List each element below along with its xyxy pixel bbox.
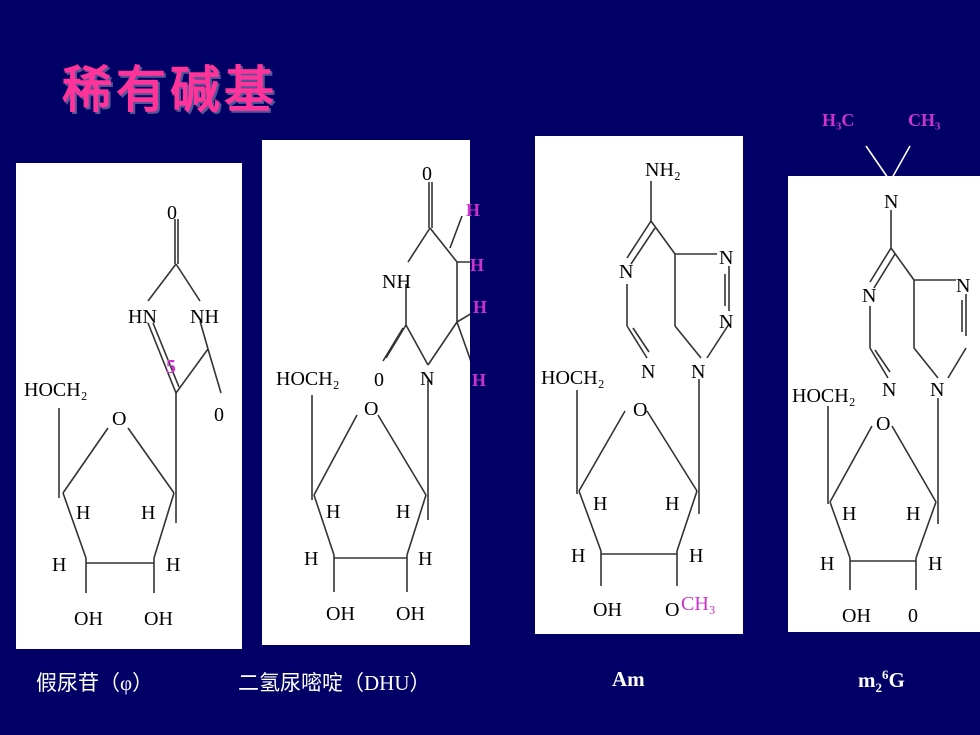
hoch2-label: HOCH₂ (541, 367, 605, 389)
m26g-svg: N N N HOCH₂ N N O H H H H OH 0 (792, 191, 970, 627)
hn-label: HN (128, 306, 157, 328)
n-label: N (719, 311, 733, 333)
h-label: H (326, 501, 340, 523)
oh-label: OH (326, 603, 355, 625)
o-label: 0 (167, 202, 177, 224)
h-label: H (571, 545, 585, 567)
caption-am: Am (612, 667, 645, 691)
methyl-label: CH₃ (681, 593, 716, 615)
dimethyl-bonds (865, 145, 911, 179)
n-label: N (420, 368, 434, 390)
oh-label: OH (144, 608, 173, 630)
caption-dhu: 二氢尿嘧啶（DHU） (238, 671, 431, 695)
caption-m26g-main: m (858, 668, 876, 692)
hydrogen-label: H (466, 200, 481, 220)
caption-m26g: m26G (858, 667, 905, 696)
caption-m26g-tail: G (888, 668, 905, 692)
h-label: H (665, 493, 679, 515)
h-label: H (593, 493, 607, 515)
o-label: 0 (374, 369, 384, 391)
caption-pseudouridine: 假尿苷（φ） (36, 671, 154, 695)
structure-am: NH₂ N N N HOCH₂ N N O H H H H OH O CH₃ (535, 136, 743, 634)
h-label: H (166, 554, 180, 576)
ch3-label: CH₃ (908, 110, 941, 130)
nh2-label: NH₂ (645, 159, 681, 181)
n-label: N (884, 191, 898, 213)
hydrogen-label: H (470, 255, 485, 275)
hydrogen-label: H (473, 297, 488, 317)
position-5-label: 5 (166, 356, 176, 378)
structure-dihydrouridine: 0 NH HOCH₂ 0 N O H H H H OH OH (262, 140, 470, 645)
oh-label: OH (842, 605, 871, 627)
structure-pseudouridine: 0 HN NH 5 HOCH₂ 0 O H H H H OH OH (16, 163, 242, 649)
caption-m26g-sub: 2 (875, 680, 883, 696)
n-label: N (930, 379, 944, 401)
caption-m26g-sup: 6 (882, 667, 889, 682)
n-label: N (719, 247, 733, 269)
h-label: H (76, 502, 90, 524)
dihydrouridine-svg: 0 NH HOCH₂ 0 N O H H H H OH OH (276, 163, 470, 625)
ring-o-label: O (364, 398, 378, 420)
o-label: 0 (908, 605, 918, 627)
h-label: H (928, 553, 942, 575)
h-label: H (396, 501, 410, 523)
pseudouridine-svg: 0 HN NH 5 HOCH₂ 0 O H H H H OH OH (24, 202, 224, 630)
am-svg: NH₂ N N N HOCH₂ N N O H H H H OH O CH₃ (541, 159, 733, 621)
o-label: O (665, 599, 679, 621)
structure-m26g: N N N HOCH₂ N N O H H H H OH 0 (788, 176, 980, 632)
ring-o-label: O (876, 413, 890, 435)
o-label: 0 (422, 163, 432, 185)
h3c-label: H₃C (822, 110, 855, 130)
page-title: 稀有碱基 (62, 61, 278, 119)
h-label: H (842, 503, 856, 525)
h-label: H (52, 554, 66, 576)
oh-label: OH (396, 603, 425, 625)
hoch2-label: HOCH₂ (24, 379, 88, 401)
n-label: N (882, 379, 896, 401)
oh-label: OH (593, 599, 622, 621)
h-label: H (304, 548, 318, 570)
h-label: H (418, 548, 432, 570)
n-label: N (619, 261, 633, 283)
oh-label: OH (74, 608, 103, 630)
n-label: N (691, 361, 705, 383)
h-label: H (689, 545, 703, 567)
h-label: H (820, 553, 834, 575)
hoch2-label: HOCH₂ (276, 368, 340, 390)
h-label: H (906, 503, 920, 525)
hoch2-label: HOCH₂ (792, 385, 856, 407)
n-label: N (641, 361, 655, 383)
ring-o-label: O (633, 399, 647, 421)
h-label: H (141, 502, 155, 524)
nh-label: NH (190, 306, 219, 328)
nh-label: NH (382, 271, 411, 293)
n-label: N (862, 285, 876, 307)
o-label: 0 (214, 404, 224, 426)
n-label: N (956, 275, 970, 297)
ring-o-label: O (112, 408, 126, 430)
hydrogen-label: H (472, 370, 487, 390)
